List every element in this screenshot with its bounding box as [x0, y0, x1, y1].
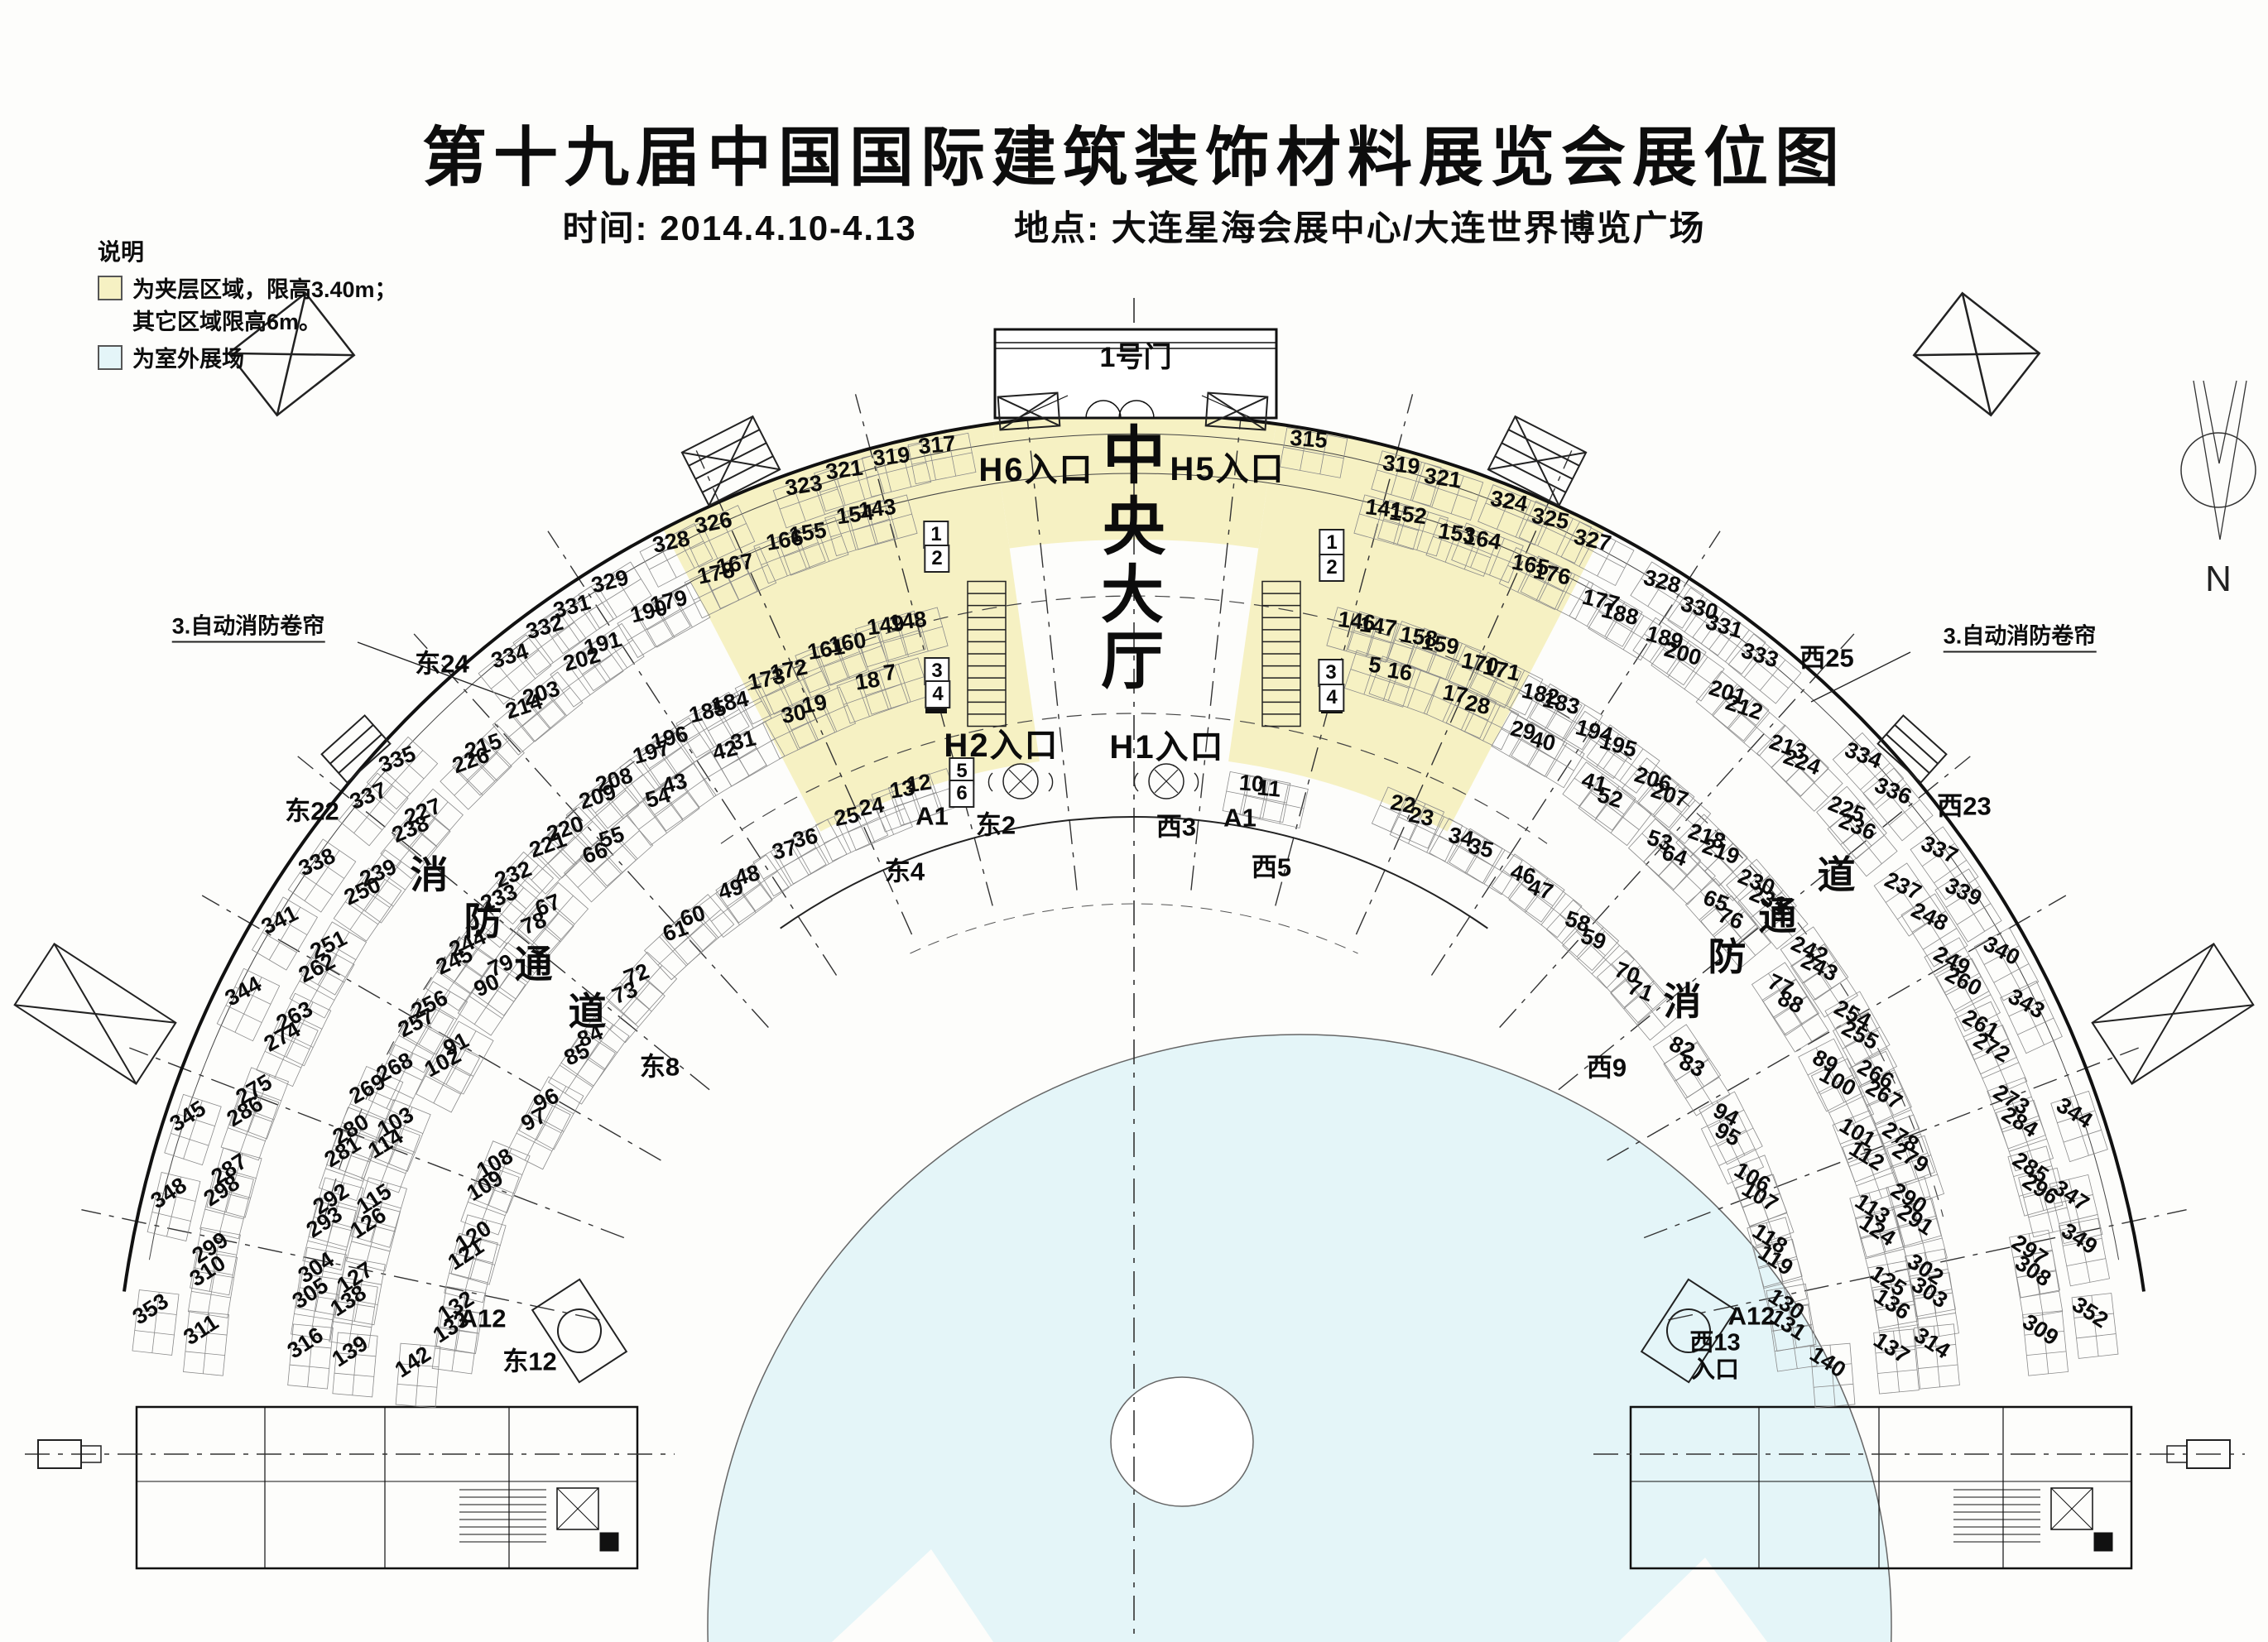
fire-corridor-char-1: 防 — [464, 900, 503, 943]
legend-mezzanine-line2: 其它区域限高6m。 — [132, 310, 322, 335]
fire-corridor-char-6: 通 — [1758, 895, 1798, 938]
booth-label-152: 152 — [1387, 499, 1429, 530]
gate-label-A1: A1 — [1223, 803, 1257, 833]
page-subtitle: 时间: 2014.4.10-4.13 地点: 大连星海会展中心/大连世界博览广场 — [0, 200, 2268, 251]
mezzanine-swatch — [98, 276, 123, 300]
central-hall-char-1: 央 — [1103, 492, 1165, 563]
booth-label-321: 321 — [1422, 463, 1463, 493]
booth-label-11: 11 — [1256, 775, 1282, 802]
gate-label-东22: 东22 — [285, 796, 339, 826]
entrance-label-H2入口: H2入口 — [944, 727, 1060, 764]
booth-label-319: 319 — [1381, 449, 1422, 480]
entrance-label-H1入口: H1入口 — [1109, 729, 1225, 766]
compass-north-label: N — [2205, 559, 2232, 599]
place-value: 大连星海会展中心/大连世界博览广场 — [1111, 209, 1706, 247]
booth-label-13: 13 — [887, 775, 917, 804]
gate-label-西3: 西3 — [1156, 812, 1197, 842]
booth-label-25: 25 — [832, 801, 862, 832]
booth-label-37: 37 — [769, 834, 800, 865]
gate-label-东8: 东8 — [639, 1052, 680, 1082]
legend-item-mezzanine: 为夹层区域，限高3.40m； 其它区域限高6m。 — [98, 274, 397, 338]
fire-corridor-char-7: 道 — [1817, 853, 1857, 896]
entrance-label-H6入口: H6入口 — [978, 452, 1094, 488]
fire-corridor-char-2: 通 — [514, 943, 554, 986]
booth-label-159: 159 — [1420, 628, 1461, 660]
gate-label-西5: 西5 — [1251, 852, 1292, 882]
legend-outdoor-line1: 为室外展场 — [132, 347, 244, 372]
outdoor-swatch — [98, 345, 123, 371]
time-value: 2014.4.10-4.13 — [660, 209, 917, 247]
place-label: 地点: — [1014, 209, 1101, 247]
fire-shutter-annotation-1: 3.自动消防卷帘 — [1943, 625, 2097, 653]
booth-label-321: 321 — [824, 454, 865, 485]
gate-label-东12: 东12 — [502, 1347, 557, 1376]
booth-label-149: 149 — [865, 610, 906, 641]
gate-label-西25: 西25 — [1800, 643, 1854, 673]
gate-label-A12: A12 — [1727, 1301, 1775, 1331]
gate-label-东2: 东2 — [975, 810, 1016, 840]
central-hall-char-2: 大 — [1101, 560, 1164, 631]
numbered-box-1: 1 — [1319, 529, 1345, 557]
central-hall-char-3: 厅 — [1101, 627, 1164, 697]
booth-label-28: 28 — [1463, 689, 1492, 720]
booth-label-35: 35 — [1465, 833, 1497, 863]
numbered-box-2: 2 — [924, 545, 950, 573]
gate1-label: 1号门 — [1099, 342, 1172, 373]
gate-label-西9: 西9 — [1586, 1053, 1627, 1083]
booth-label-319: 319 — [871, 442, 911, 471]
fire-corridor-char-5: 防 — [1708, 935, 1747, 978]
numbered-box-4: 4 — [925, 680, 951, 708]
legend-item-outdoor: 为室外展场 — [98, 343, 397, 376]
booth-label-18: 18 — [853, 666, 882, 695]
booth-label-24: 24 — [857, 792, 887, 821]
booth-label-154: 154 — [834, 499, 876, 530]
fire-corridor-char-3: 道 — [568, 990, 608, 1033]
booth-label-315: 315 — [1289, 425, 1329, 454]
booth-label-40: 40 — [1527, 726, 1559, 756]
booth-label-23: 23 — [1406, 801, 1436, 832]
booth-label-317: 317 — [917, 430, 957, 459]
booth-label-16: 16 — [1385, 657, 1415, 686]
gate-label-A12: A12 — [459, 1304, 507, 1333]
time-label: 时间: — [562, 209, 649, 247]
fire-corridor-char-0: 消 — [410, 853, 449, 896]
booth-label-30: 30 — [779, 699, 809, 729]
booth-label-164: 164 — [1462, 523, 1503, 555]
booth-label-147: 147 — [1357, 611, 1399, 641]
gate-label-A1: A1 — [915, 801, 949, 831]
legend-mezzanine-line1: 为夹层区域，限高3.40m； — [132, 277, 397, 302]
entrance-label-H5入口: H5入口 — [1170, 451, 1285, 487]
fire-shutter-annotation-0: 3.自动消防卷帘 — [171, 615, 325, 643]
legend-heading: 说明 — [98, 239, 145, 265]
gate-label-西23: 西23 — [1937, 791, 1992, 821]
numbered-box-3: 3 — [1318, 659, 1344, 687]
fire-corridor-char-4: 消 — [1663, 980, 1703, 1023]
central-hall-char-0: 中 — [1103, 421, 1165, 492]
numbered-box-6: 6 — [949, 780, 975, 808]
legend: 说明 为夹层区域，限高3.40m； 其它区域限高6m。 为室外展场 — [98, 234, 397, 376]
numbered-box-2: 2 — [1319, 554, 1345, 582]
gate-label-东24: 东24 — [415, 649, 469, 679]
numbered-box-4: 4 — [1319, 684, 1345, 712]
gate-label-东4: 东4 — [884, 857, 925, 886]
booth-label-323: 323 — [783, 470, 824, 501]
page-title: 第十九届中国国际建筑装饰材料展览会展位图 — [421, 121, 1846, 194]
booth-label-42: 42 — [709, 735, 741, 766]
